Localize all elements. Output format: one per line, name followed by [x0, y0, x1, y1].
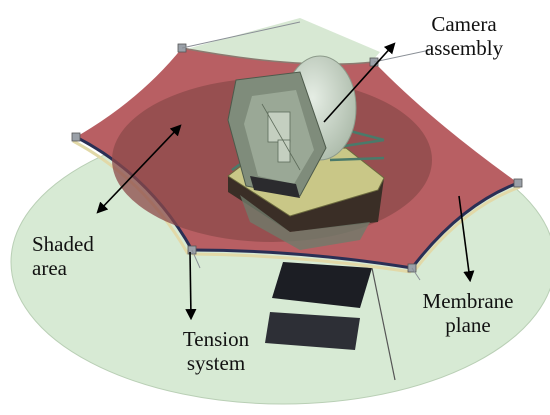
shaded-label-line1: Shaded [32, 232, 94, 256]
membrane-edge-right-light [413, 185, 521, 271]
shaded-arrow [96, 124, 182, 214]
shaded-label-line2: area [32, 256, 67, 280]
tension-system-label: Tension system [170, 327, 262, 375]
camera-label-line1: Camera [431, 12, 497, 36]
tension-label-line1: Tension [182, 327, 250, 351]
lower-mast [371, 267, 396, 381]
membrane-edge-front [191, 248, 413, 270]
tension-arrow [185, 251, 197, 321]
membrane-edge-front-light [191, 252, 412, 274]
membrane-plane-label: Membrane plane [414, 289, 522, 337]
shaded-area-label: Shaded area [32, 232, 118, 280]
camera-internals [261, 103, 301, 171]
membrane-edge-back [181, 47, 375, 65]
membrane-label-line2: plane [445, 313, 491, 337]
camera-assembly-label: Camera assembly [408, 12, 520, 60]
camera-arrow [323, 42, 396, 123]
platform-underside [240, 195, 370, 250]
camera-base [250, 176, 300, 198]
membrane-edge-right [410, 181, 519, 269]
lower-plate [265, 312, 360, 350]
tension-lines [181, 21, 431, 281]
tension-label-line2: system [186, 351, 246, 375]
membrane-label-line1: Membrane [422, 289, 514, 313]
sunshield-panel [272, 262, 372, 308]
platform-side [228, 176, 384, 232]
membrane-arrow [458, 195, 475, 283]
camera-label-line2: assembly [424, 36, 504, 60]
